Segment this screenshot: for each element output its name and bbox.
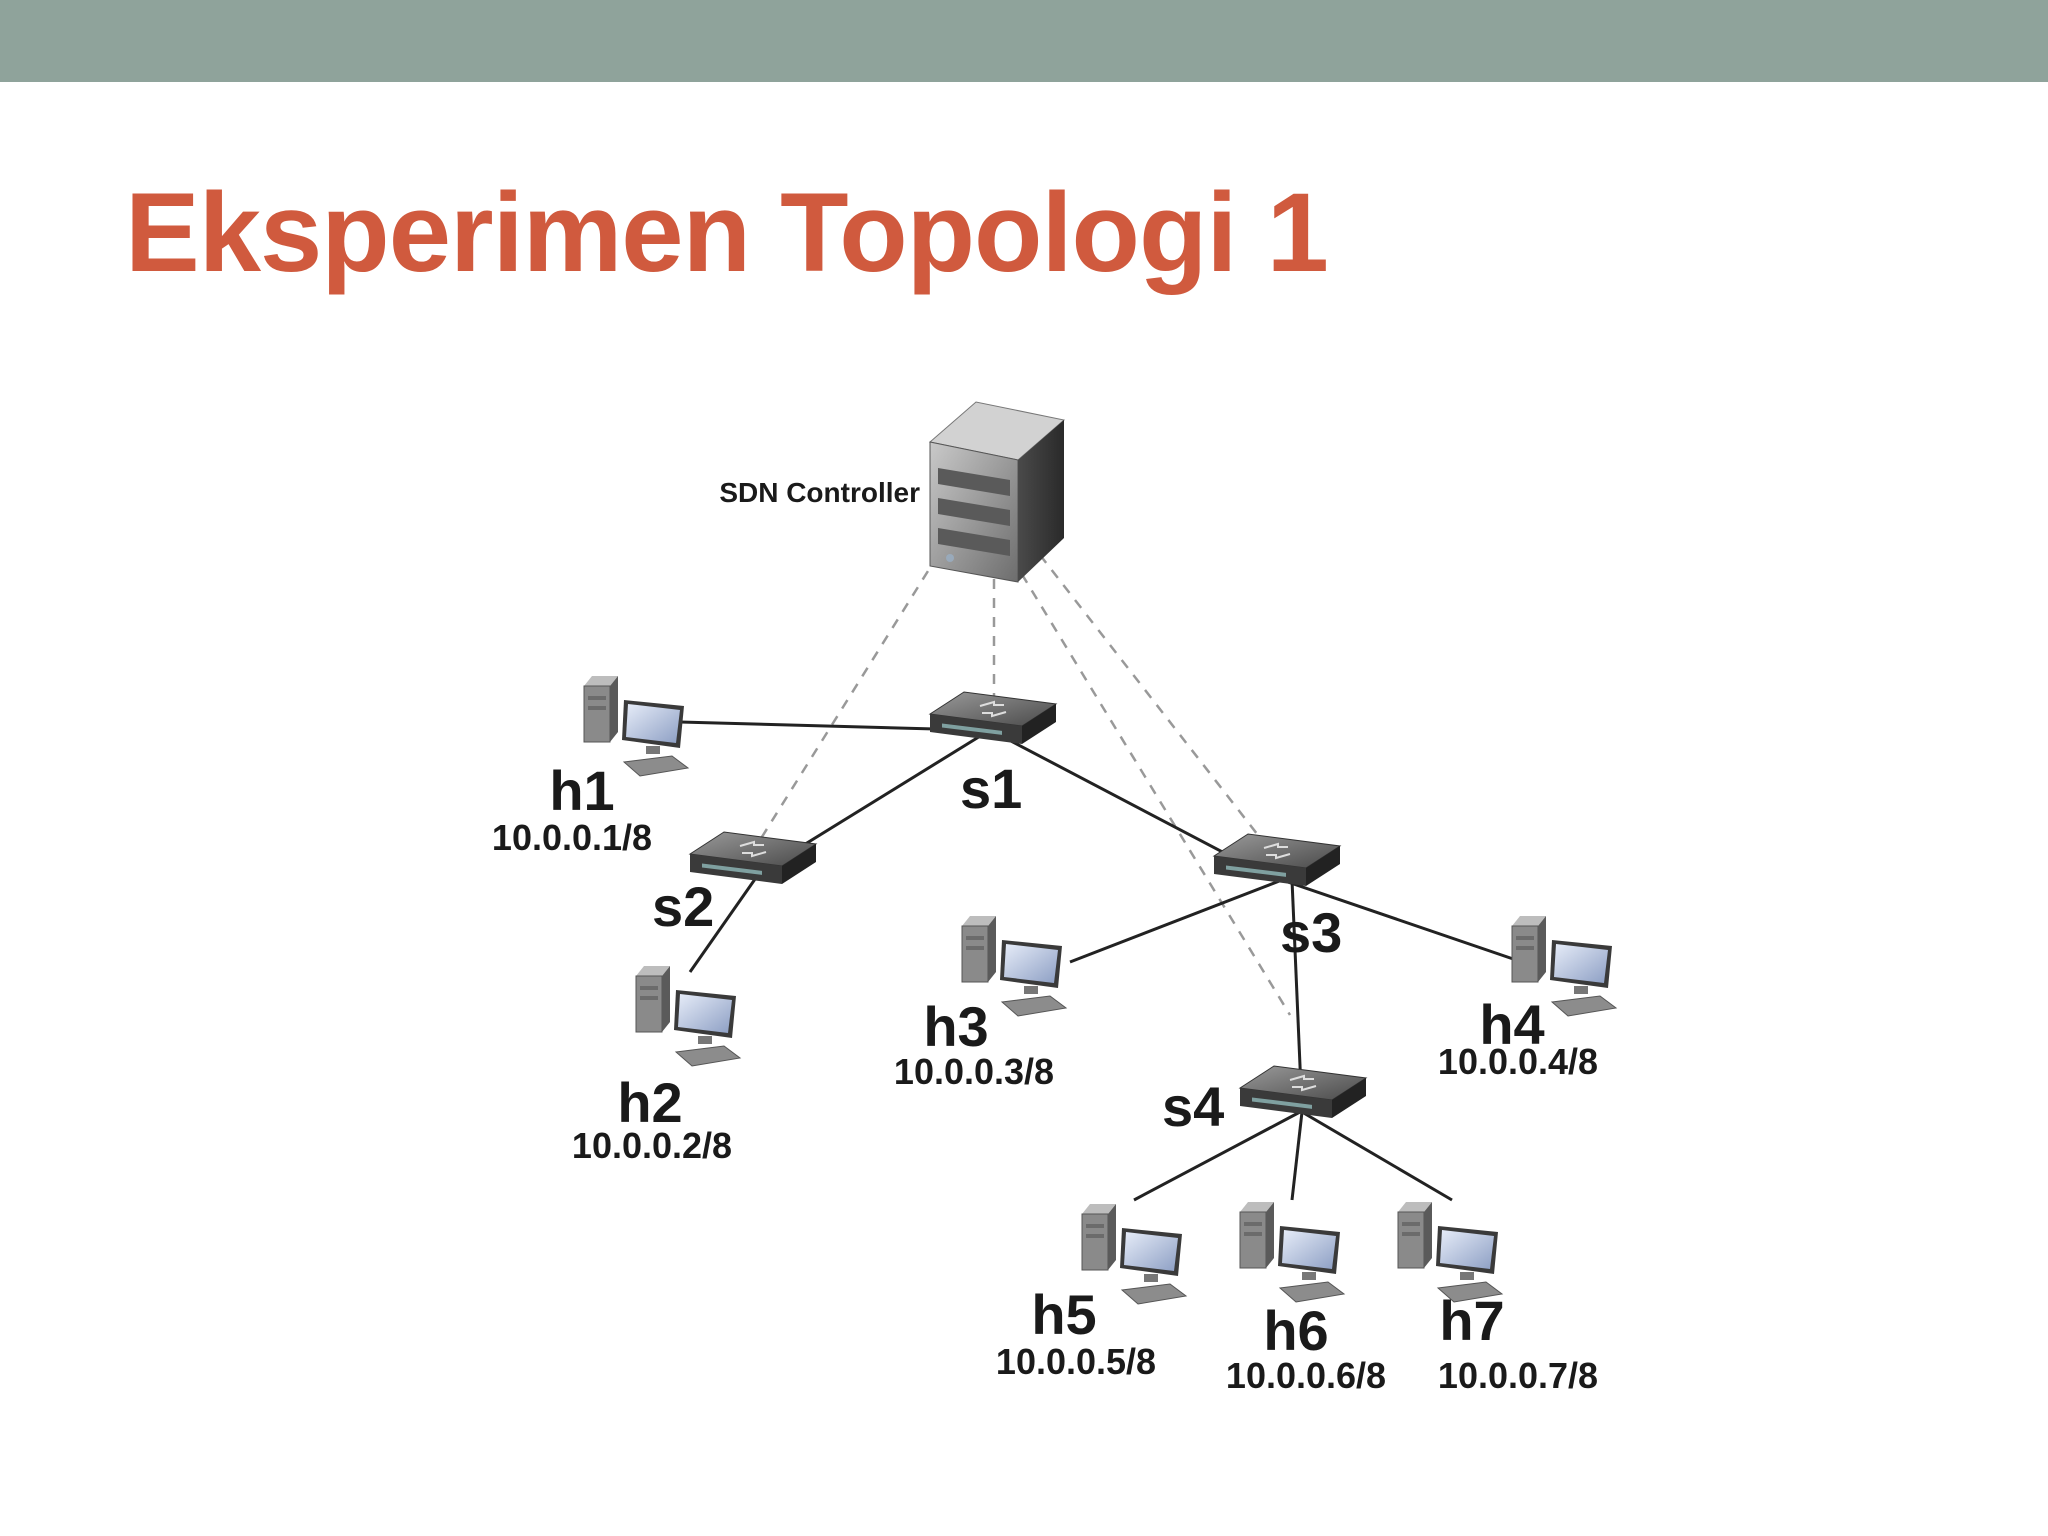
link-s4-h6 xyxy=(1290,1111,1304,1201)
network-links xyxy=(679,720,1523,1202)
sdn-controller: SDN Controller xyxy=(719,401,1066,583)
host-h6: h6 10.0.0.6/8 xyxy=(1226,1201,1386,1396)
link-s4-h5 xyxy=(1133,1110,1301,1202)
controller-link-s3 xyxy=(1039,554,1269,849)
slide-title: Eksperimen Topologi 1 xyxy=(125,170,1329,295)
desktop-computer-icon xyxy=(1397,1201,1503,1303)
link-s2-h2 xyxy=(688,871,762,973)
host-ip: 10.0.0.5/8 xyxy=(996,1341,1156,1382)
network-switch-icon xyxy=(1239,1065,1367,1119)
host-label: h1 xyxy=(549,759,614,822)
host-h4: h4 10.0.0.4/8 xyxy=(1438,915,1617,1082)
host-ip: 10.0.0.3/8 xyxy=(894,1051,1054,1092)
host-ip: 10.0.0.4/8 xyxy=(1438,1041,1598,1082)
switch-s2: s2 xyxy=(652,831,817,938)
network-switch-icon xyxy=(929,691,1057,745)
host-ip: 10.0.0.6/8 xyxy=(1226,1355,1386,1396)
host-label: h3 xyxy=(923,995,988,1058)
host-h1: h1 10.0.0.1/8 xyxy=(492,675,689,858)
host-label: h2 xyxy=(617,1071,682,1134)
host-label: h7 xyxy=(1439,1289,1504,1352)
host-label: h5 xyxy=(1031,1283,1096,1346)
switch-s4: s4 xyxy=(1162,1065,1367,1138)
desktop-computer-icon xyxy=(635,965,741,1067)
link-s3-h3 xyxy=(1069,878,1283,964)
switch-label: s3 xyxy=(1280,901,1342,964)
host-ip: 10.0.0.7/8 xyxy=(1438,1355,1598,1396)
host-h5: h5 10.0.0.5/8 xyxy=(996,1203,1187,1382)
desktop-computer-icon xyxy=(1239,1201,1345,1303)
host-ip: 10.0.0.2/8 xyxy=(572,1125,732,1166)
host-ip: 10.0.0.1/8 xyxy=(492,817,652,858)
controller-link-s4 xyxy=(1010,557,1292,1016)
link-h1-s1 xyxy=(679,720,973,732)
switch-s3: s3 xyxy=(1213,833,1342,964)
switch-label: s2 xyxy=(652,875,714,938)
top-bar xyxy=(0,0,2048,82)
switch-s1: s1 xyxy=(929,691,1057,820)
network-switch-icon xyxy=(1213,833,1341,887)
host-h7: h7 10.0.0.7/8 xyxy=(1397,1201,1598,1396)
link-s4-h7 xyxy=(1301,1110,1453,1202)
sdn-controller-label: SDN Controller xyxy=(719,477,920,508)
link-s3-h4 xyxy=(1281,878,1523,964)
server-tower-icon xyxy=(928,401,1066,583)
desktop-computer-icon xyxy=(1081,1203,1187,1305)
host-h3: h3 10.0.0.3/8 xyxy=(894,915,1067,1092)
controller-link-s2 xyxy=(758,554,940,841)
host-h2: h2 10.0.0.2/8 xyxy=(572,965,741,1166)
controller-links xyxy=(758,554,1292,1016)
host-label: h4 xyxy=(1479,993,1544,1056)
host-label: h6 xyxy=(1263,1299,1328,1362)
switch-label: s4 xyxy=(1162,1075,1224,1138)
switch-label: s1 xyxy=(960,757,1022,820)
